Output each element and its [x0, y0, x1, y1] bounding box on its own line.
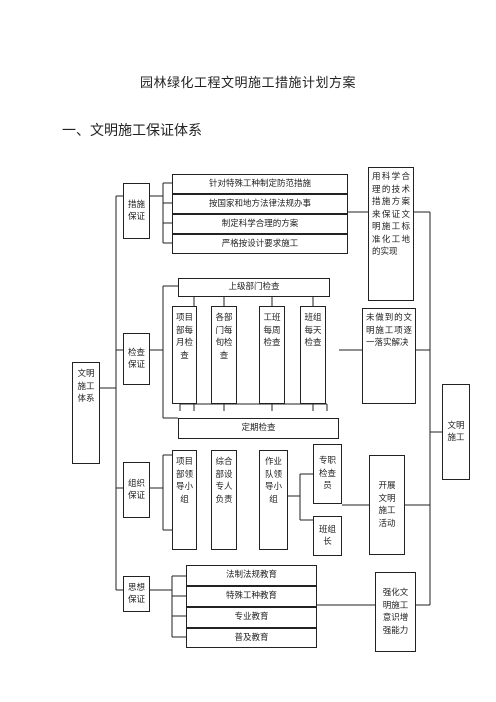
organization-guarantee-box: 组织 保证	[123, 462, 150, 518]
periodic-inspection-box: 定期检查	[178, 418, 339, 439]
full-time-inspector-box: 专职 检查 员	[313, 444, 342, 504]
education-item: 普及教育	[186, 628, 317, 648]
education-item: 特殊工种教育	[186, 586, 317, 607]
measure-item: 制定科学合理的方案	[172, 214, 348, 234]
organization-note-box: 开展 文明 施工 活动	[369, 455, 405, 555]
education-item: 专业教育	[186, 607, 317, 628]
document-title: 园林绿化工程文明施工措施计划方案	[139, 76, 356, 91]
inspection-note-box: 未做到的文明施工项逐一落实解决	[362, 308, 416, 404]
measures-note-box: 用科学合理的技术措施方案来保证文明施工标准化工地的实现	[368, 167, 414, 301]
ideology-guarantee-box: 思想 保证	[123, 576, 150, 612]
measure-item: 按国家和地方法律法规办事	[172, 194, 348, 214]
root-box-civilized-construction-system: 文明 施工 体系	[72, 362, 100, 464]
org-column-general-department-staff: 综合 部设 专人 负责	[211, 450, 237, 550]
inspection-guarantee-box: 检查 保证	[123, 333, 150, 385]
section-heading: 一、文明施工保证体系	[62, 123, 202, 139]
org-column-crew-leadership-group: 作业 队领 导小 组	[259, 450, 288, 550]
measure-item: 严格按设计要求施工	[172, 234, 348, 254]
education-item: 法制法规教育	[186, 565, 317, 586]
team-leader-box: 班组 长	[313, 516, 342, 556]
inspection-column-department-ten-day: 各部 门每 旬检 查	[211, 306, 237, 404]
ideology-note-box: 强化文 明施工 意识增 强能力	[375, 572, 416, 652]
org-column-project-leadership-group: 项目 部领 导小 组	[172, 450, 197, 550]
measure-item: 针对特殊工种制定防范措施	[172, 174, 348, 194]
inspection-column-project-monthly: 项目 部每 月检 查	[172, 306, 197, 404]
inspection-column-crew-weekly: 工班 每周 检查	[259, 306, 285, 404]
goal-box-civilized-construction: 文明 施工	[442, 384, 470, 480]
measures-guarantee-box: 措施 保证	[123, 183, 150, 239]
superior-inspection-box: 上级部门检查	[178, 278, 330, 297]
inspection-column-team-daily: 班组 每天 检查	[300, 306, 326, 404]
